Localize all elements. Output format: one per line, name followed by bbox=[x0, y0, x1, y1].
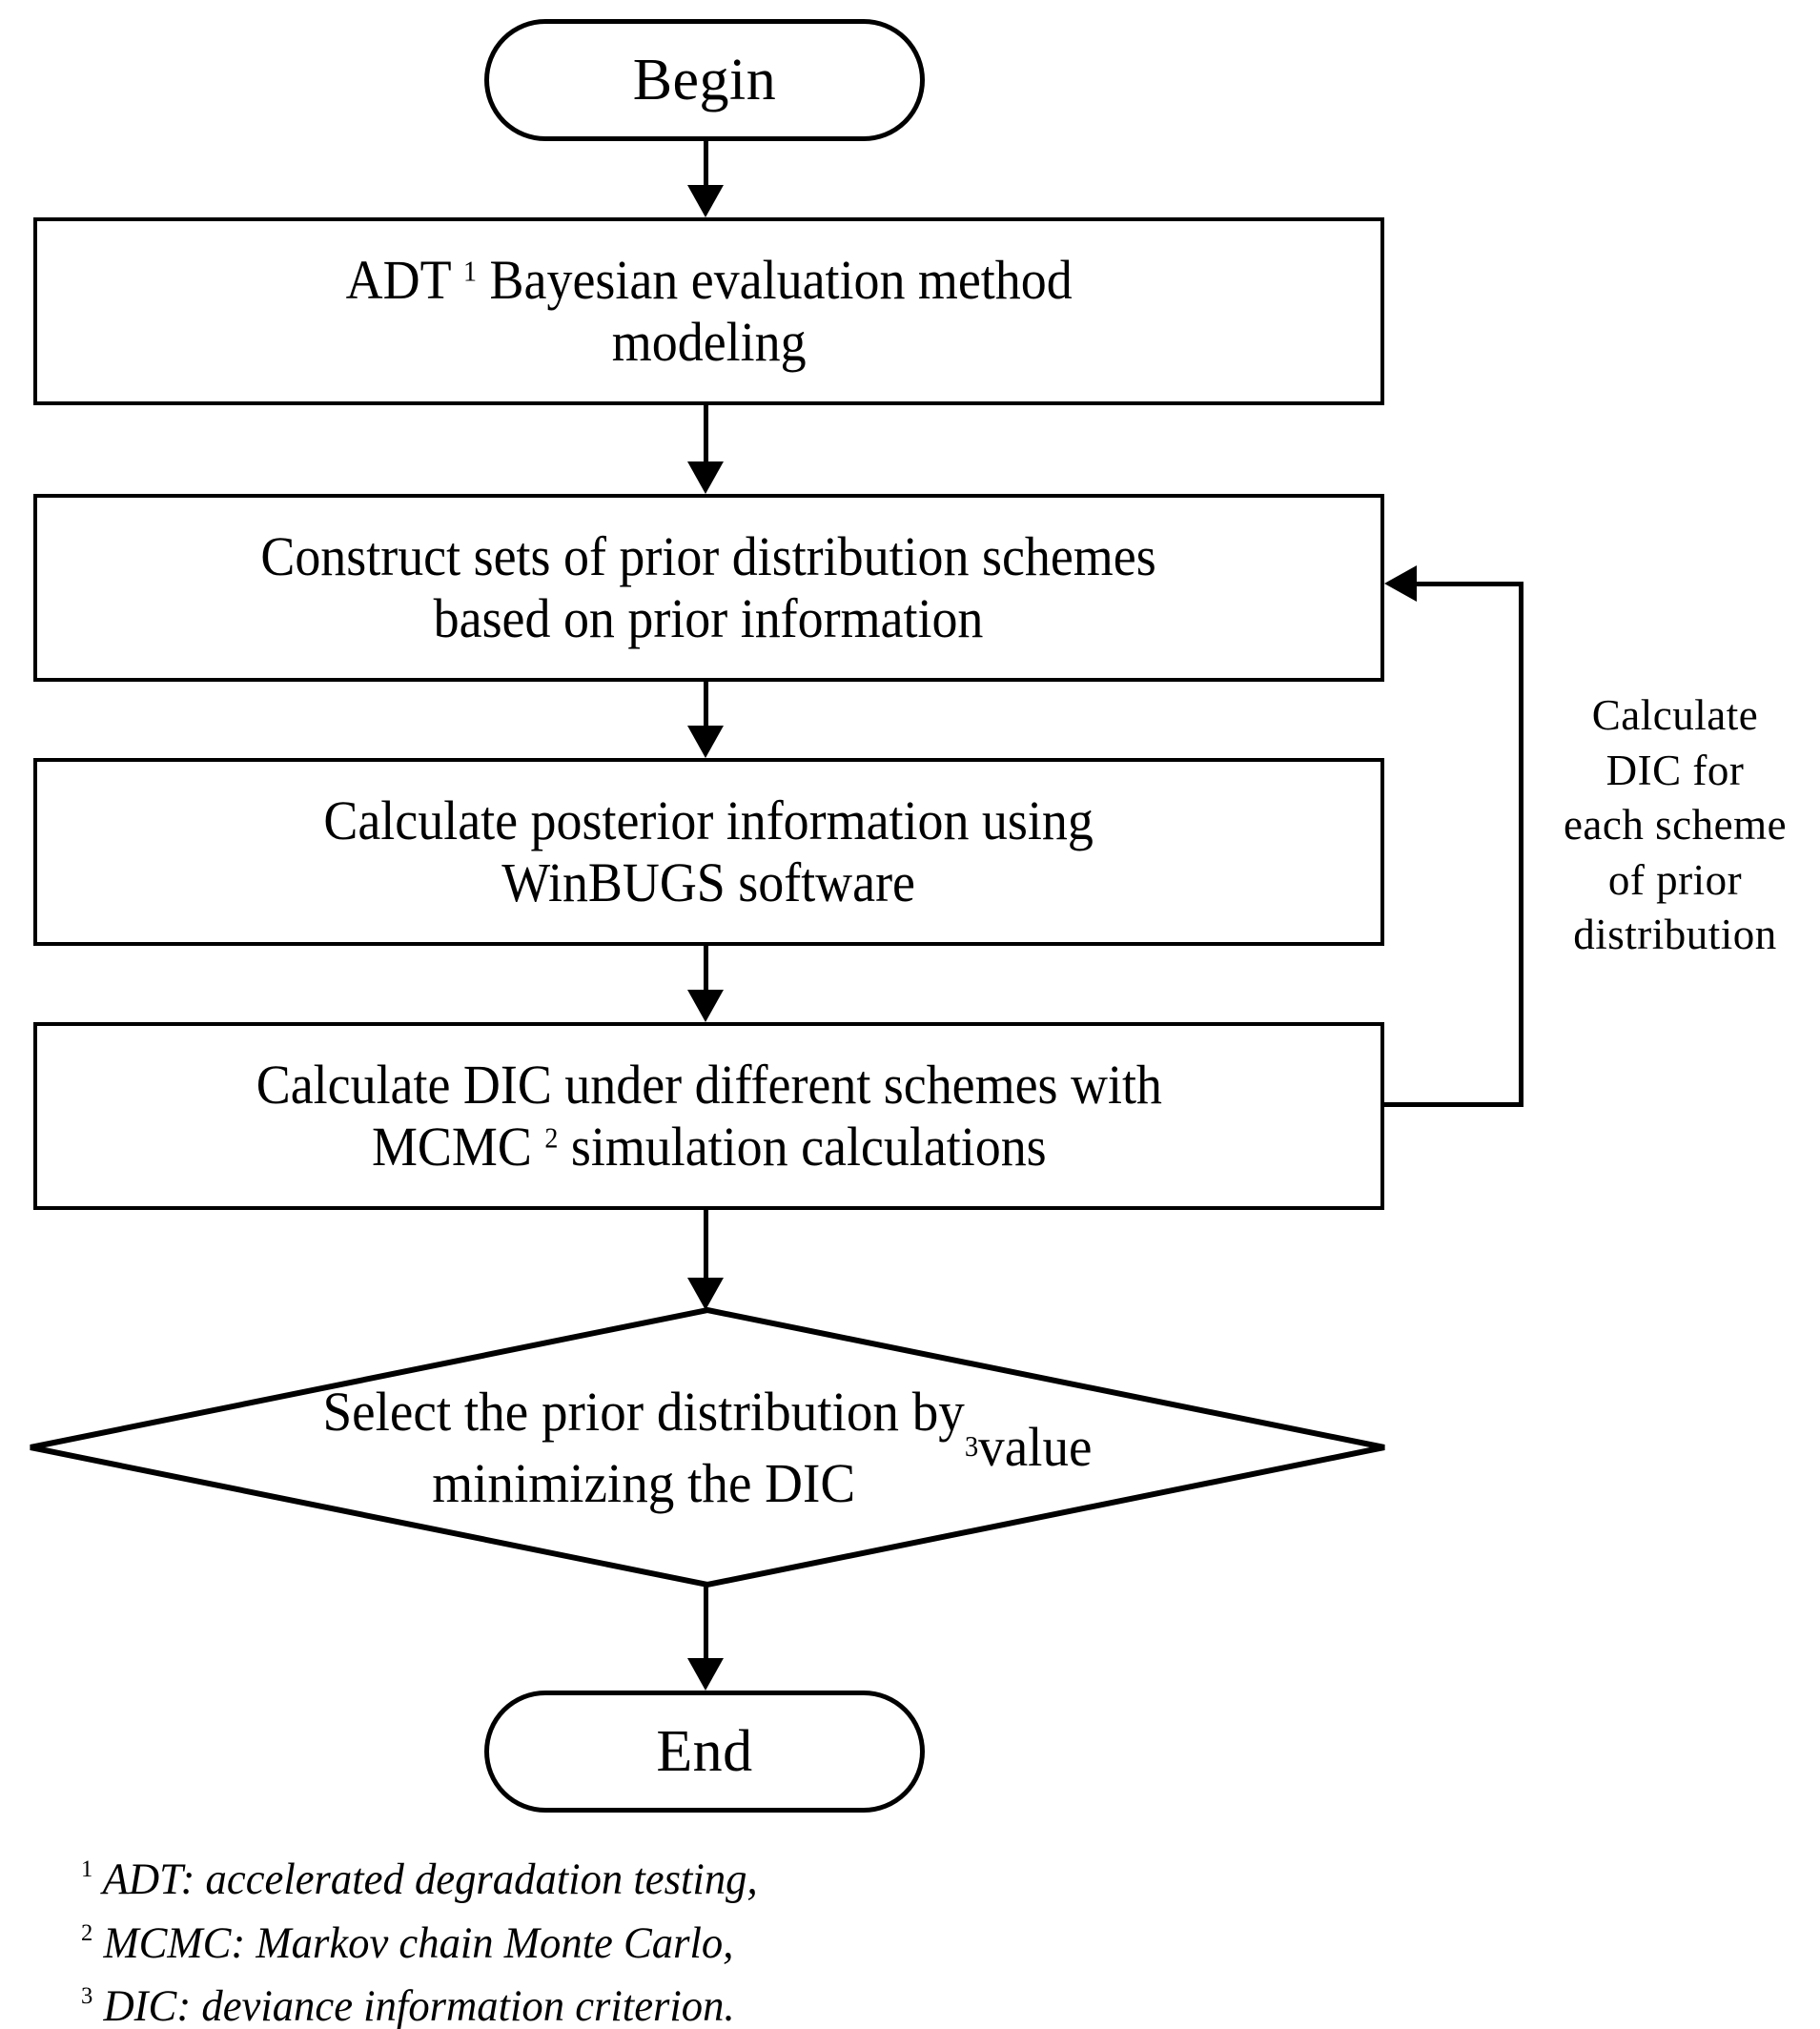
connector-step4-decision bbox=[704, 1210, 708, 1282]
footnote-item: 3 DIC: deviance information criterion. bbox=[81, 1981, 735, 2029]
feedback-segment-vertical bbox=[1519, 584, 1523, 1104]
node-step1-label: ADT 1 Bayesian evaluation method modelin… bbox=[345, 248, 1073, 373]
feedback-annotation: Calculate DIC for each scheme of prior d… bbox=[1563, 691, 1788, 959]
decision-outline bbox=[30, 1306, 1385, 1588]
footnote-item: 2 MCMC: Markov chain Monte Carlo, bbox=[81, 1917, 734, 1968]
feedback-segment-bottom bbox=[1384, 1102, 1523, 1107]
arrowhead-step2-step3 bbox=[687, 726, 724, 758]
connector-step2-step3 bbox=[704, 682, 708, 728]
arrowhead-step4-decision bbox=[687, 1278, 724, 1310]
arrowhead-decision-end bbox=[687, 1658, 724, 1691]
node-step3[interactable]: Calculate posterior information using Wi… bbox=[33, 758, 1384, 946]
arrowhead-step3-step4 bbox=[687, 990, 724, 1022]
connector-begin-step1 bbox=[704, 141, 708, 191]
node-step4[interactable]: Calculate DIC under different schemes wi… bbox=[33, 1022, 1384, 1210]
node-step2[interactable]: Construct sets of prior distribution sch… bbox=[33, 494, 1384, 682]
node-decision[interactable]: Select the prior distribution by minimiz… bbox=[27, 1306, 1388, 1588]
node-end-label: End bbox=[656, 1719, 753, 1784]
node-begin-label: Begin bbox=[632, 48, 777, 113]
connector-step1-step2 bbox=[704, 405, 708, 462]
node-begin[interactable]: Begin bbox=[484, 19, 925, 141]
node-end[interactable]: End bbox=[484, 1691, 925, 1813]
node-step4-label: Calculate DIC under different schemes wi… bbox=[256, 1053, 1162, 1178]
footnote-list: 1 ADT: accelerated degradation testing, … bbox=[81, 1848, 1130, 2029]
connector-step3-step4 bbox=[704, 946, 708, 992]
node-step3-label: Calculate posterior information using Wi… bbox=[323, 789, 1094, 913]
node-step1[interactable]: ADT 1 Bayesian evaluation method modelin… bbox=[33, 217, 1384, 405]
node-step2-label: Construct sets of prior distribution sch… bbox=[260, 524, 1157, 649]
arrowhead-begin-step1 bbox=[687, 185, 724, 217]
footnote-item: 1 ADT: accelerated degradation testing, bbox=[81, 1854, 758, 1904]
connector-decision-end bbox=[704, 1585, 708, 1661]
arrowhead-step1-step2 bbox=[687, 461, 724, 494]
feedback-segment-top bbox=[1417, 582, 1523, 586]
arrowhead-feedback-to-step2 bbox=[1384, 565, 1417, 602]
